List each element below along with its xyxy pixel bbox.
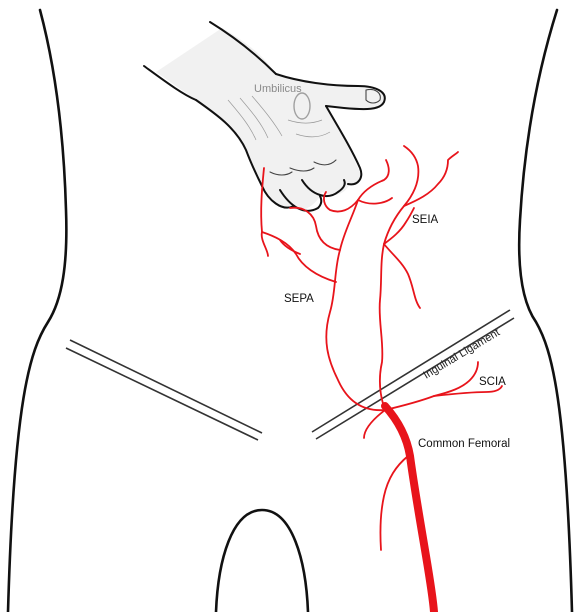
hand-illustration	[144, 22, 385, 211]
scia-branch-medial	[364, 410, 385, 438]
seia-branch-right	[404, 152, 458, 206]
scia-label: SCIA	[479, 376, 506, 388]
hand-fill	[156, 28, 384, 210]
sepa-label: SEPA	[284, 293, 314, 305]
inguinal-ligaments	[66, 310, 514, 440]
common-femoral-artery	[385, 406, 434, 612]
sepa-branch-top-right	[358, 198, 392, 204]
sepa-branch-upper	[290, 208, 340, 250]
femoral-side-branch	[380, 456, 408, 550]
inguinal-ligament-label: Inguinal Ligament	[421, 327, 502, 382]
seia-label: SEIA	[412, 214, 439, 226]
seia-branch-lower	[384, 244, 420, 308]
sepa-branch-left	[262, 232, 336, 282]
left-inguinal-ligament	[66, 340, 262, 440]
right-flank-outline	[519, 10, 572, 612]
right-inguinal-ligament	[312, 310, 514, 439]
left-flank-outline	[8, 10, 66, 612]
inner-thigh-outline	[216, 510, 308, 612]
sepa-branch-top	[358, 160, 389, 200]
umbilicus-label: Umbilicus	[254, 83, 302, 95]
sepa-trunk	[326, 200, 385, 410]
common-femoral-label: Common Femoral	[418, 438, 510, 450]
arteries	[261, 146, 502, 612]
